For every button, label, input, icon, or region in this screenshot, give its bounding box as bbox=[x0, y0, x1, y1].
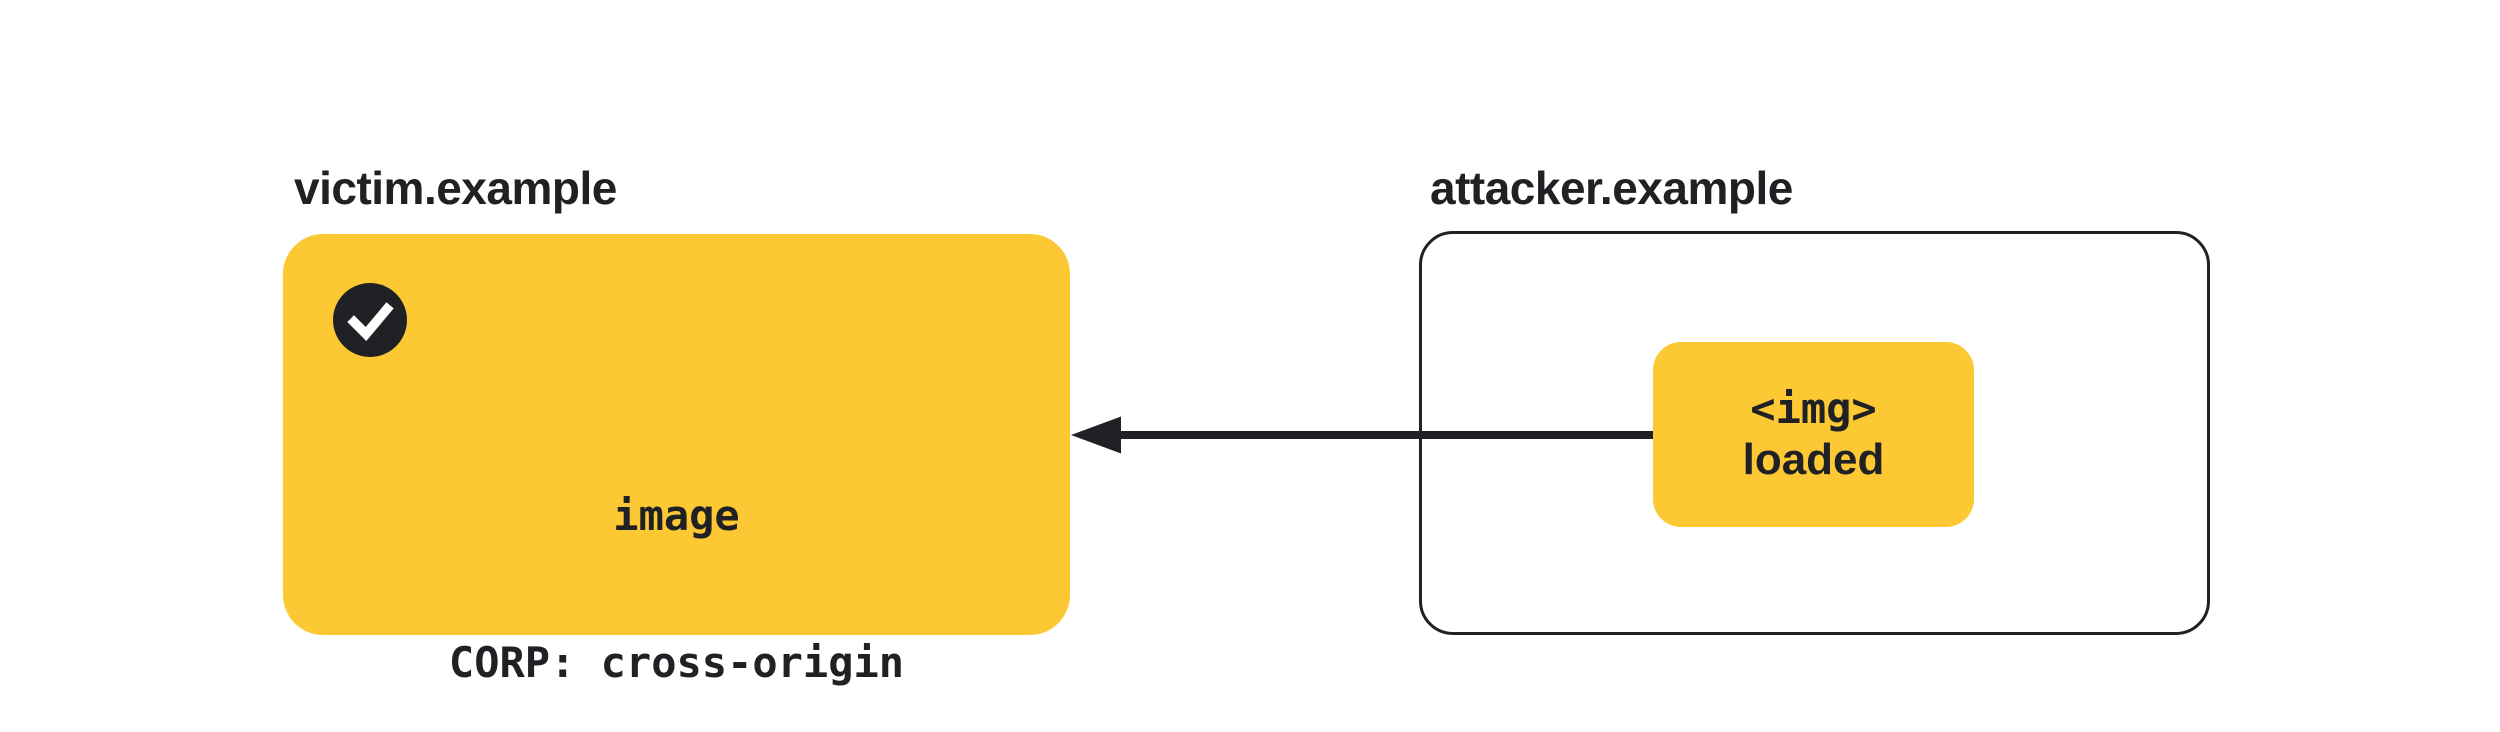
check-icon-mark bbox=[347, 302, 394, 342]
victim-corp-header: CORP: cross-origin bbox=[448, 638, 905, 687]
attacker-domain-label: attacker.example bbox=[1430, 162, 1793, 214]
request-arrow bbox=[1071, 416, 1656, 454]
victim-domain-label: victim.example bbox=[294, 162, 617, 214]
arrowhead-icon bbox=[1071, 416, 1121, 454]
check-icon-circle bbox=[333, 283, 407, 357]
check-icon bbox=[333, 283, 407, 357]
victim-resource-type: image bbox=[613, 491, 740, 540]
img-tag-text: <img> bbox=[1750, 383, 1877, 433]
loaded-text: loaded bbox=[1742, 434, 1885, 484]
victim-resource-box: image CORP: cross-origin bbox=[283, 234, 1070, 687]
img-loaded-chip: <img> loaded bbox=[1653, 342, 1974, 527]
victim-resource-text: image CORP: cross-origin bbox=[283, 393, 1070, 732]
